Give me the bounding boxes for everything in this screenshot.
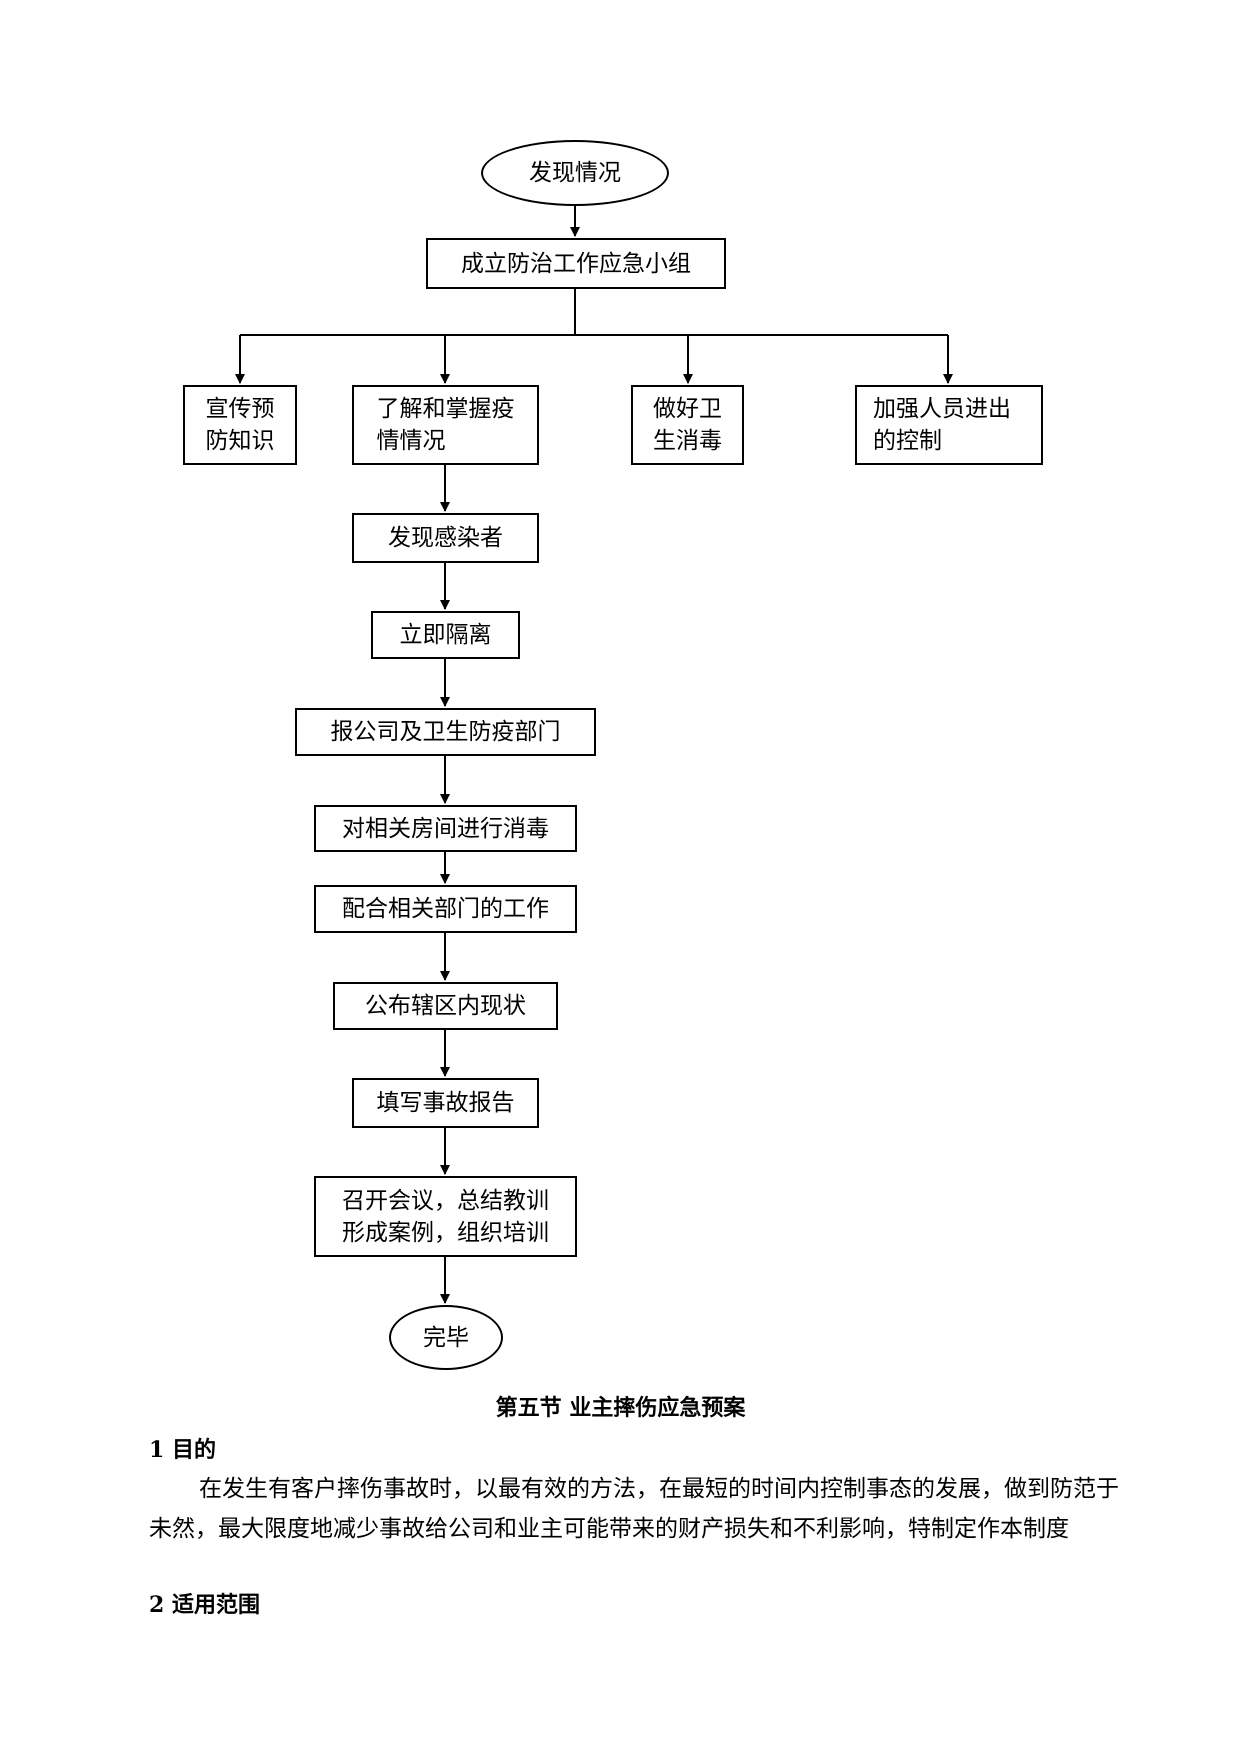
step-report-label: 报公司及卫生防疫部门 bbox=[330, 719, 561, 745]
step-meeting-line2: 形成案例，组织培训 bbox=[342, 1219, 549, 1246]
paragraph-purpose-text: 在发生有客户摔伤事故时，以最有效的方法，在最短的时间内控制事态的发展，做到防范于… bbox=[149, 1476, 1119, 1542]
step-announce-node: 公布辖区内现状 bbox=[333, 982, 558, 1030]
branch-publicity-line2: 防知识 bbox=[205, 428, 275, 454]
start-label: 发现情况 bbox=[529, 160, 621, 186]
heading-purpose: 1 目的 bbox=[149, 1437, 216, 1463]
step-disinfect-rooms-node: 对相关房间进行消毒 bbox=[314, 805, 577, 852]
branch-publicity-line1: 宣传预 bbox=[205, 396, 275, 422]
branch-epidemic-info-node: 了解和掌握疫 情情况 bbox=[352, 385, 539, 465]
step-find-infected-label: 发现感染者 bbox=[388, 525, 503, 551]
emergency-group-label: 成立防治工作应急小组 bbox=[461, 250, 691, 277]
branch-epidemic-info-line1: 了解和掌握疫 bbox=[376, 396, 515, 422]
branch-disinfection-node: 做好卫 生消毒 bbox=[631, 385, 744, 465]
step-announce-label: 公布辖区内现状 bbox=[365, 993, 526, 1019]
step-incident-report-label: 填写事故报告 bbox=[376, 1090, 515, 1116]
branch-access-control-line2: 的控制 bbox=[873, 428, 942, 454]
step-cooperate-node: 配合相关部门的工作 bbox=[314, 885, 577, 933]
end-label: 完毕 bbox=[423, 1324, 469, 1351]
flowchart-connectors bbox=[235, 206, 953, 1304]
heading-scope: 2 适用范围 bbox=[149, 1592, 260, 1618]
branch-access-control-line1: 加强人员进出 bbox=[873, 396, 1011, 422]
branch-disinfection-line1: 做好卫 bbox=[653, 396, 722, 422]
step-incident-report-node: 填写事故报告 bbox=[352, 1078, 539, 1128]
branch-disinfection-line2: 生消毒 bbox=[653, 428, 722, 454]
section-title: 第五节 业主摔伤应急预案 bbox=[495, 1395, 746, 1421]
branch-publicity-node: 宣传预 防知识 bbox=[183, 385, 297, 465]
paragraph-purpose: 在发生有客户摔伤事故时，以最有效的方法，在最短的时间内控制事态的发展，做到防范于… bbox=[149, 1469, 1119, 1549]
emergency-group-node: 成立防治工作应急小组 bbox=[426, 238, 726, 289]
branch-epidemic-info-line2: 情情况 bbox=[376, 428, 446, 454]
step-cooperate-label: 配合相关部门的工作 bbox=[342, 896, 549, 922]
step-report-node: 报公司及卫生防疫部门 bbox=[295, 708, 596, 756]
step-isolate-node: 立即隔离 bbox=[371, 611, 520, 659]
step-meeting-line1: 召开会议，总结教训 bbox=[342, 1187, 549, 1214]
step-isolate-label: 立即隔离 bbox=[399, 622, 492, 648]
step-find-infected-node: 发现感染者 bbox=[352, 513, 539, 563]
step-disinfect-rooms-label: 对相关房间进行消毒 bbox=[342, 815, 549, 842]
start-node: 发现情况 bbox=[481, 140, 669, 206]
end-node: 完毕 bbox=[389, 1305, 503, 1370]
branch-access-control-node: 加强人员进出 的控制 bbox=[855, 385, 1043, 465]
step-meeting-node: 召开会议，总结教训 形成案例，组织培训 bbox=[314, 1176, 577, 1257]
